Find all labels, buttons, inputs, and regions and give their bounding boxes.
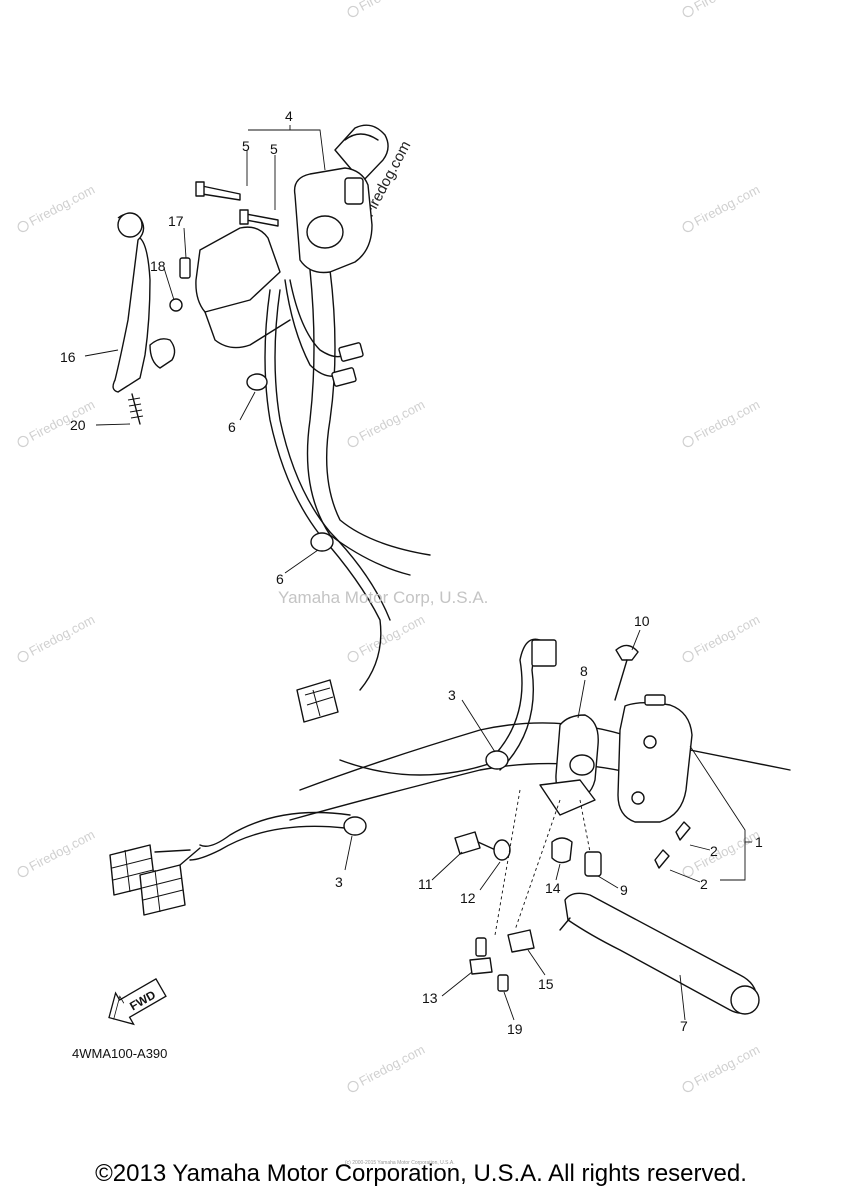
svg-text:Firedog.com: Firedog.com	[691, 612, 762, 659]
callout-5b: 5	[270, 141, 278, 157]
svg-text:Firedog.com: Firedog.com	[356, 1042, 427, 1089]
callout-9: 9	[620, 882, 628, 898]
callout-10: 10	[634, 613, 650, 629]
callout-19: 18	[150, 258, 166, 274]
svg-text:Firedog.com: Firedog.com	[691, 0, 762, 14]
svg-text:Firedog.com: Firedog.com	[691, 182, 762, 229]
svg-text:Firedog.com: Firedog.com	[356, 397, 427, 444]
callout-20: 20	[70, 417, 86, 433]
callout-6a: 6	[228, 419, 236, 435]
callout-3b: 3	[335, 874, 343, 890]
svg-text:Firedog.com: Firedog.com	[26, 827, 97, 874]
right-handlebar-assembly	[109, 638, 791, 1015]
part-code-label: 4WMA100-A390	[72, 1046, 168, 1061]
callout-18: 17	[168, 213, 184, 229]
svg-text:Firedog.com: Firedog.com	[691, 1042, 762, 1089]
left-handlebar-assembly	[112, 124, 431, 723]
callout-3a: 3	[448, 687, 456, 703]
tiny-copyright-note: (c) 2000-2015 Yamaha Motor Corporation, …	[345, 1160, 455, 1166]
callout-17: 16	[60, 349, 76, 365]
callout-13: 13	[422, 990, 438, 1006]
callout-2b: 2	[700, 876, 708, 892]
svg-text:Firedog.com: Firedog.com	[356, 0, 427, 14]
callout-1: 1	[755, 834, 763, 850]
callout-8: 8	[580, 663, 588, 679]
center-watermark: Yamaha Motor Corp, U.S.A.	[278, 588, 489, 607]
callout-2a: 2	[710, 843, 718, 859]
copyright-footer: ©2013 Yamaha Motor Corporation, U.S.A. A…	[95, 1160, 747, 1187]
leader-lines	[84, 125, 752, 1021]
callout-14: 14	[545, 880, 561, 896]
svg-text:Firedog.com: Firedog.com	[691, 397, 762, 444]
svg-text:Firedog.com: Firedog.com	[26, 182, 97, 229]
fwd-arrow-icon: FWD	[108, 978, 167, 1026]
callout-4: 4	[285, 108, 293, 124]
svg-text:Firedog.com: Firedog.com	[691, 827, 762, 874]
svg-text:Firedog.com: Firedog.com	[356, 612, 427, 659]
callout-7: 7	[680, 1018, 688, 1034]
callout-6b: 6	[276, 571, 284, 587]
callout-15: 15	[538, 976, 554, 992]
callout-5a: 5	[242, 138, 250, 154]
svg-text:Firedog.com: Firedog.com	[26, 397, 97, 444]
svg-text:Firedog.com: Firedog.com	[26, 612, 97, 659]
callout-12: 12	[460, 890, 476, 906]
callout-11: 11	[418, 876, 433, 892]
callout-16: 19	[507, 1021, 523, 1037]
callout-labels: 4 5 5 17 18 16 20 6 6 10 8 3 1 2 2 3 11 …	[60, 108, 763, 1037]
